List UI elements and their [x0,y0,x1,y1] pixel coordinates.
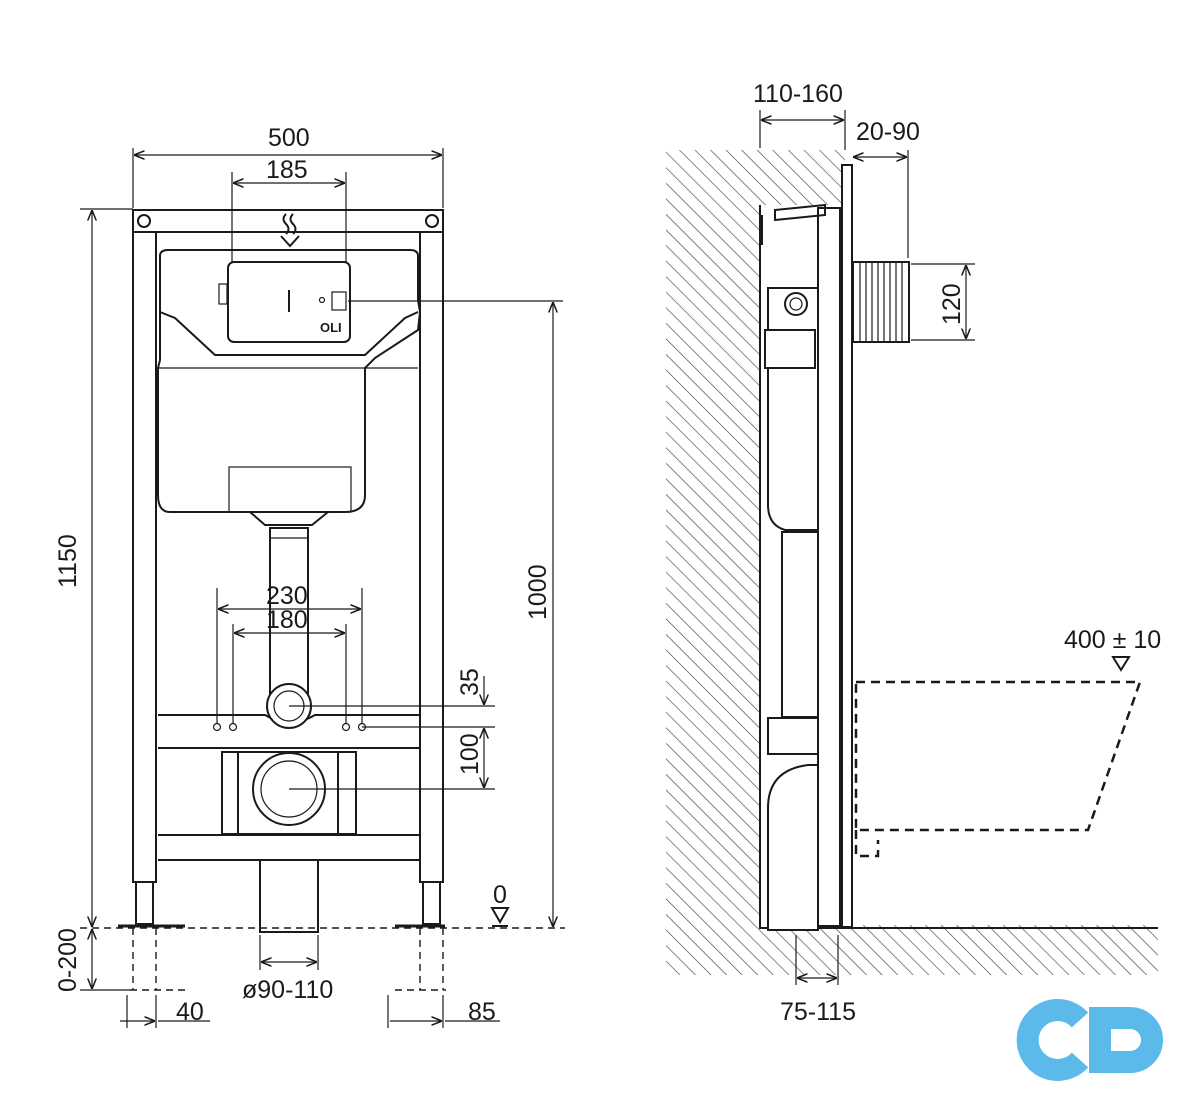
seat-level-icon [1111,656,1131,672]
dim-adjust-range: 0-200 [54,928,82,992]
dim-spacing-outer: 230 [266,582,308,610]
cistern-side [767,287,819,531]
dim-wall-depth: 110-160 [753,80,843,108]
front-view: OLI [54,124,565,1028]
foot-right [422,881,441,925]
brand-mark: OLI [320,320,342,335]
dim-pipe-diameter: ø90-110 [242,976,333,1004]
frame-left-post [132,209,157,883]
dimensions-side: 110-160 20-90 120 400 ± 10 75-115 [753,80,1161,1026]
front-panel [841,164,853,928]
floor-level-icon [490,907,510,927]
water-inlet-icon [280,213,300,248]
dim-width-total: 500 [268,124,310,152]
dim-foot-left: 40 [176,998,204,1026]
dim-flush-height: 120 [938,283,966,325]
dim-height-outlet: 1000 [524,564,552,620]
dim-panel-depth: 20-90 [856,118,920,146]
drain-bend [767,764,819,931]
toilet-outline [854,680,1142,858]
frame-right-post [419,209,444,883]
dim-foot-right: 85 [468,998,496,1026]
floor-level-value: 0 [493,881,507,909]
dim-seat-height: 400 ± 10 [1064,626,1161,654]
dim-offset-pipe: 35 [456,668,484,696]
mount-hole-right [425,214,439,228]
dim-height-total: 1150 [54,534,82,588]
flush-cover [852,261,910,343]
dim-width-button: 185 [266,156,308,184]
dim-offset-drain: 100 [456,733,484,775]
dim-pipe-offset: 75-115 [780,998,856,1026]
foot-left [135,881,154,925]
wall [666,150,1158,975]
dimensions-front: 500 185 1150 1000 230 180 35 [54,124,563,1028]
side-view: 110-160 20-90 120 400 ± 10 75-115 [666,80,1161,1026]
frame-profile [817,207,841,927]
cd-logo-icon [1016,999,1163,1081]
mount-hole-left [137,214,151,228]
drain-pipe [259,859,319,933]
dim-spacing-inner: 180 [266,606,308,634]
